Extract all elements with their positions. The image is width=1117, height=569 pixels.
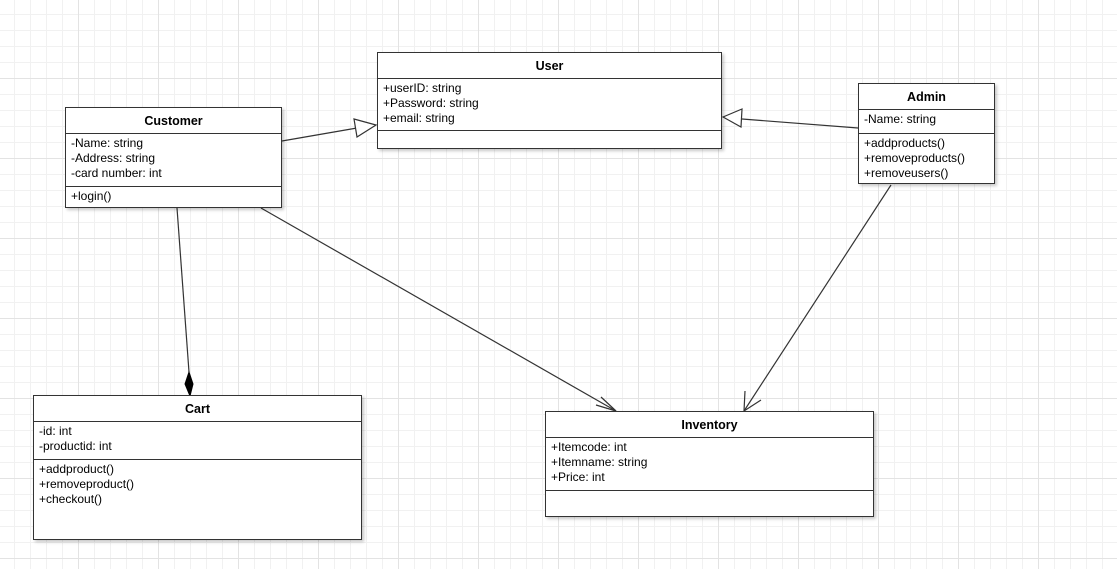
operations-section: +login() [66, 187, 281, 206]
operation: +removeproduct() [39, 477, 135, 491]
admin-user-generalization-line[interactable] [741, 118, 859, 129]
customer-inventory-association-line[interactable] [260, 207, 617, 412]
attribute: -Name: string [864, 112, 937, 126]
customer-cart-composition-line[interactable] [176, 207, 190, 373]
attributes-section: -Name: string [859, 110, 994, 134]
customer-user-generalization-line[interactable] [281, 127, 358, 142]
association-arrowhead-icon [595, 396, 617, 412]
class-user[interactable]: User +userID: string +Password: string +… [377, 52, 722, 149]
operation: +addproduct() [39, 462, 115, 476]
attributes-section: -id: int -productid: int [34, 422, 361, 460]
operation: +checkout() [39, 492, 103, 506]
class-title: Admin [859, 84, 994, 110]
attribute: +Itemname: string [551, 455, 648, 469]
attribute: +Price: int [551, 470, 605, 484]
attributes-section: -Name: string -Address: string -card num… [66, 134, 281, 187]
operations-section: +addproduct() +removeproduct() +checkout… [34, 460, 361, 509]
operation: +login() [71, 189, 112, 203]
attribute: -Name: string [71, 136, 144, 150]
attribute: +Password: string [383, 96, 479, 110]
attributes-section: +userID: string +Password: string +email… [378, 79, 721, 131]
operations-section: +addproducts() +removeproducts() +remove… [859, 134, 994, 183]
admin-inventory-association-line[interactable] [743, 184, 892, 412]
class-cart[interactable]: Cart -id: int -productid: int +addproduc… [33, 395, 362, 540]
attribute: -productid: int [39, 439, 112, 453]
attribute: +userID: string [383, 81, 462, 95]
class-customer[interactable]: Customer -Name: string -Address: string … [65, 107, 282, 208]
class-title: User [378, 53, 721, 79]
attribute: +email: string [383, 111, 455, 125]
attribute: -card number: int [71, 166, 162, 180]
operation: +removeproducts() [864, 151, 966, 165]
class-title: Inventory [546, 412, 873, 438]
attribute: -Address: string [71, 151, 156, 165]
attributes-section: +Itemcode: int +Itemname: string +Price:… [546, 438, 873, 491]
operation: +removeusers() [864, 166, 949, 180]
operations-section [378, 131, 721, 135]
class-title: Customer [66, 108, 281, 134]
operation: +addproducts() [864, 136, 946, 150]
class-title: Cart [34, 396, 361, 422]
generalization-arrowhead-icon [721, 108, 743, 128]
operations-section [546, 491, 873, 495]
generalization-arrowhead-icon [353, 118, 378, 138]
composition-diamond-icon [184, 370, 194, 398]
class-inventory[interactable]: Inventory +Itemcode: int +Itemname: stri… [545, 411, 874, 517]
class-admin[interactable]: Admin -Name: string +addproducts() +remo… [858, 83, 995, 184]
attribute: +Itemcode: int [551, 440, 627, 454]
attribute: -id: int [39, 424, 72, 438]
